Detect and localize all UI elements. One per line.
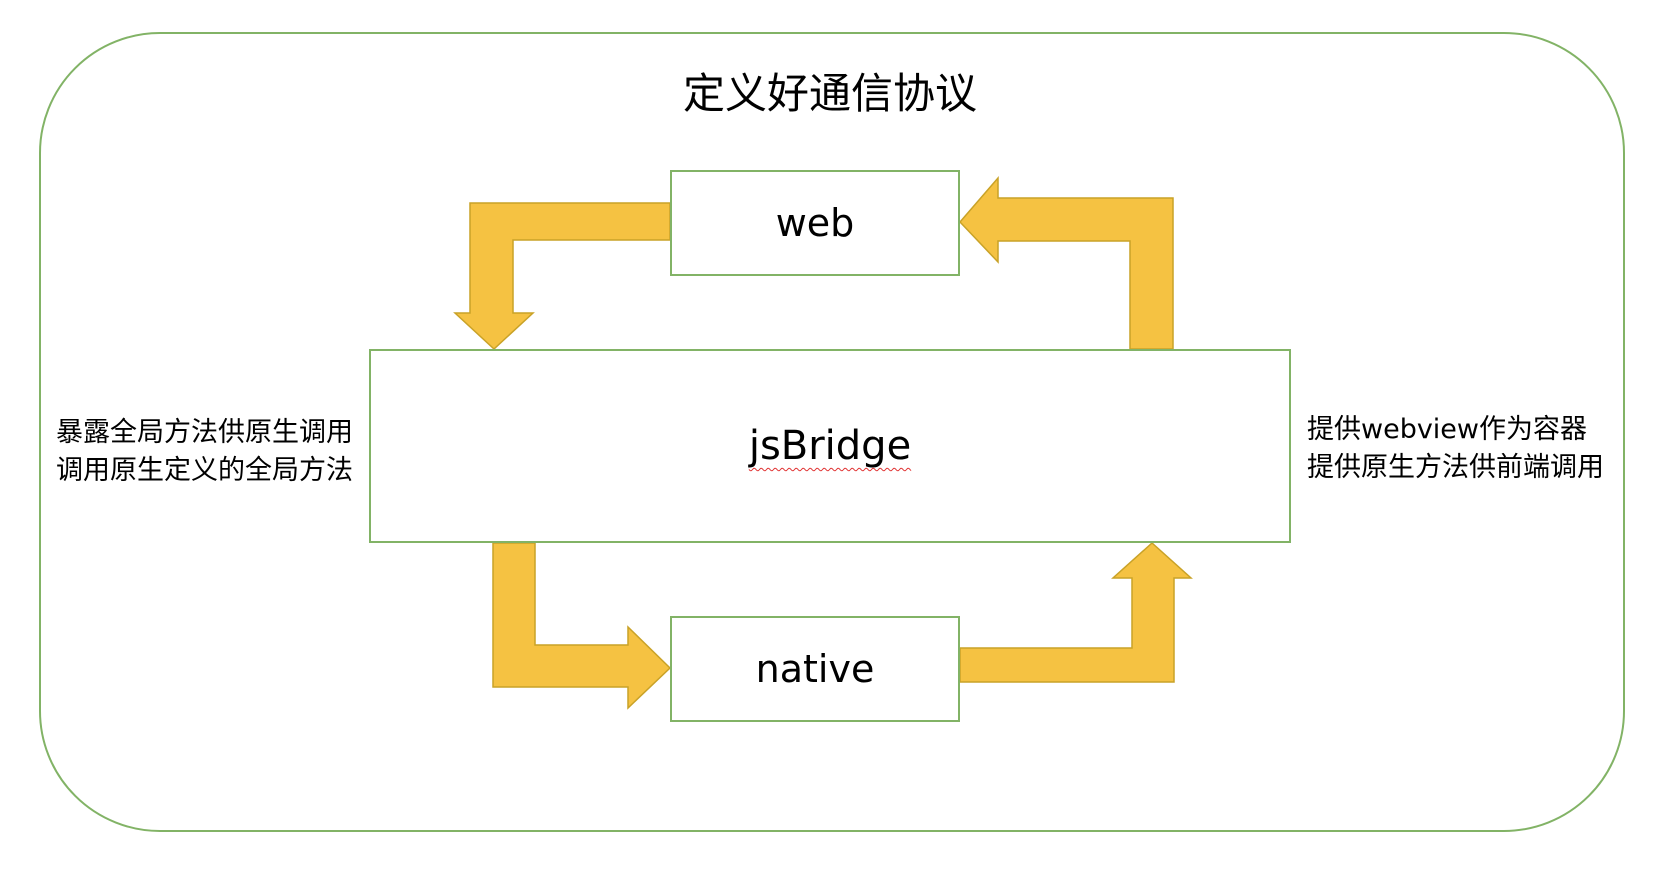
diagram-title: 定义好通信协议 (682, 69, 977, 118)
node-web-label: web (775, 201, 855, 245)
node-native-label: native (755, 647, 875, 691)
node-jsbridge-label: jsBridge (748, 423, 912, 469)
annotation-right: 提供webview作为容器 提供原生方法供前端调用 (1307, 411, 1619, 487)
arrow-native-to-bridge (959, 541, 1193, 683)
node-web: web (670, 170, 960, 276)
annotation-left: 暴露全局方法供原生调用 调用原生定义的全局方法 (56, 414, 368, 490)
arrow-bridge-to-web (958, 175, 1174, 350)
arrow-web-to-bridge (453, 202, 671, 351)
annotation-right-line-2: 提供原生方法供前端调用 (1307, 452, 1604, 483)
outer-frame (39, 32, 1625, 832)
annotation-left-line-2: 调用原生定义的全局方法 (56, 455, 353, 486)
node-jsbridge: jsBridge (369, 349, 1291, 543)
node-native: native (670, 616, 960, 722)
annotation-left-line-1: 暴露全局方法供原生调用 (56, 417, 353, 448)
arrow-bridge-to-native (492, 542, 672, 710)
annotation-right-line-1: 提供webview作为容器 (1307, 414, 1588, 445)
